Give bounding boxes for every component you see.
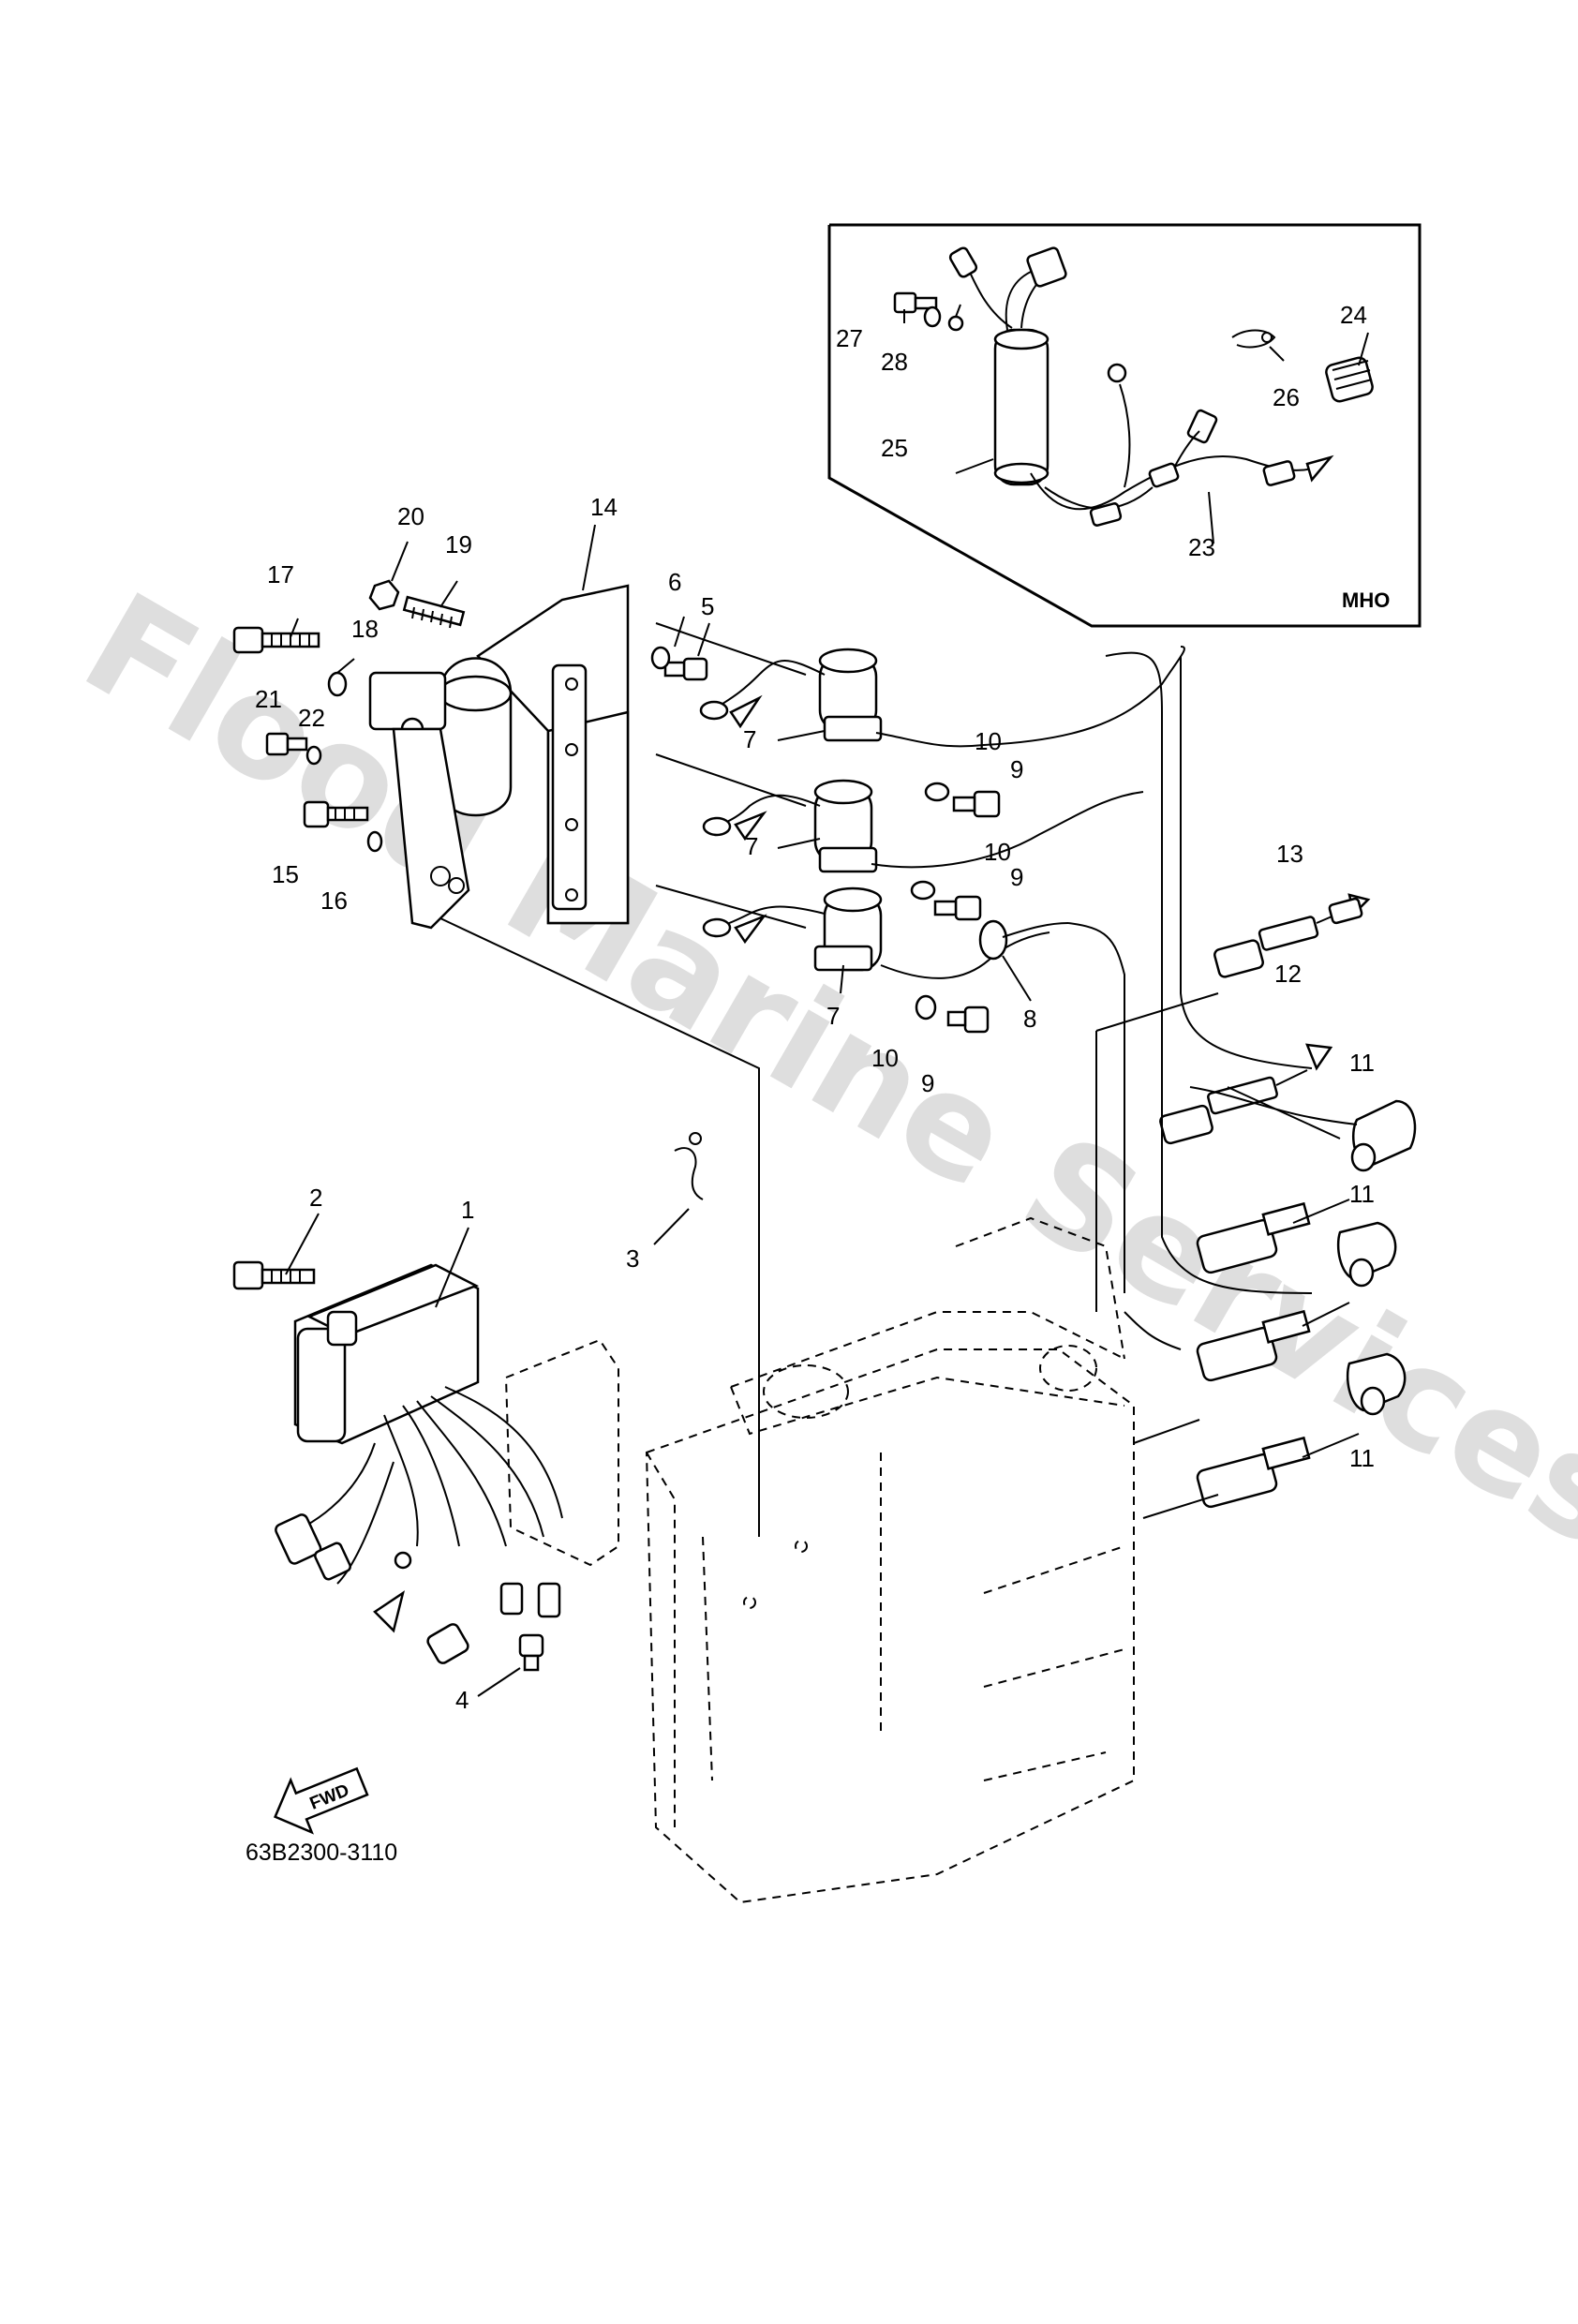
grommet-8-part xyxy=(978,919,1069,961)
washer-10-upper xyxy=(924,782,950,802)
callout-9-middle: 9 xyxy=(1010,863,1023,891)
washer-18-part xyxy=(327,671,348,697)
sensor-13-part xyxy=(1213,893,1371,978)
callout-27: 27 xyxy=(836,324,863,352)
washer-part xyxy=(923,305,942,328)
callout-23: 23 xyxy=(1188,533,1215,561)
callout-leaders xyxy=(285,309,1369,1697)
ignition-coil-lower xyxy=(702,886,1050,979)
callout-6: 6 xyxy=(668,568,681,596)
wire-harness-part xyxy=(948,246,1334,527)
callout-26: 26 xyxy=(1273,383,1300,411)
wire-routing-lines xyxy=(439,622,1360,1537)
spark-plug-middle xyxy=(1196,1309,1311,1382)
washer-6-part xyxy=(650,646,671,670)
callout-11-lower: 11 xyxy=(1349,1444,1375,1472)
plug-cap-lower xyxy=(1346,1352,1407,1416)
plug-cap-upper xyxy=(1350,1099,1417,1172)
callout-9-upper: 9 xyxy=(1010,755,1023,783)
callout-21: 21 xyxy=(255,685,282,713)
callout-28: 28 xyxy=(881,348,908,376)
callout-20: 20 xyxy=(397,502,424,530)
stud-bolt-part xyxy=(402,595,466,629)
sensor-12-part xyxy=(1159,1043,1333,1145)
inset-code: MHO xyxy=(1342,588,1390,612)
callout-12: 12 xyxy=(1274,960,1302,988)
bolt-2-part xyxy=(232,1260,316,1290)
ignition-coil-upper xyxy=(699,646,1185,748)
forward-direction-arrow: FWD xyxy=(274,1766,369,1835)
terminal-part xyxy=(947,304,964,332)
plug-cap-middle xyxy=(1336,1221,1397,1288)
bolt-15-part xyxy=(303,800,369,828)
diagram-code: 63B2300-3110 xyxy=(246,1840,397,1866)
coil-bracket-part xyxy=(368,584,630,930)
callout-14: 14 xyxy=(590,493,618,521)
callout-8: 8 xyxy=(1023,1005,1036,1033)
clamp-3-part xyxy=(674,1132,704,1200)
callout-9-lower: 9 xyxy=(921,1069,934,1097)
engine-block-outline xyxy=(504,1216,1135,1904)
callout-5: 5 xyxy=(701,592,714,620)
callout-11-upper: 11 xyxy=(1349,1049,1375,1077)
washer-16-part xyxy=(366,830,383,853)
cdi-unit-part xyxy=(275,1263,563,1664)
callout-18: 18 xyxy=(351,615,379,643)
callout-7-upper: 7 xyxy=(743,725,756,753)
bolt-5-part xyxy=(663,657,708,681)
callout-labels: 1 2 3 4 5 6 7 7 7 8 9 9 9 10 10 10 11 11… xyxy=(255,301,1375,1714)
callout-24: 24 xyxy=(1340,301,1367,329)
callout-10-middle: 10 xyxy=(984,838,1011,866)
bolt-4-part xyxy=(518,1633,544,1672)
callout-10-upper: 10 xyxy=(975,727,1002,755)
callout-10-lower: 10 xyxy=(871,1044,899,1072)
callout-4: 4 xyxy=(455,1686,469,1714)
callout-7-lower: 7 xyxy=(826,1002,840,1030)
bolt-9-lower xyxy=(946,1006,990,1034)
clip-part xyxy=(1231,329,1276,349)
nut-20-part xyxy=(368,579,400,611)
bolt-9-upper xyxy=(952,790,1001,818)
ignition-coil-middle xyxy=(702,779,1144,873)
washer-10-middle xyxy=(910,880,936,901)
callout-16: 16 xyxy=(320,886,348,915)
callout-25: 25 xyxy=(881,434,908,462)
grommet-part xyxy=(1325,356,1374,403)
callout-19: 19 xyxy=(445,530,472,559)
long-bolt-part xyxy=(232,626,320,654)
callout-22: 22 xyxy=(298,704,325,732)
callout-3: 3 xyxy=(626,1244,639,1273)
callout-17: 17 xyxy=(267,560,294,588)
washer-10-lower xyxy=(915,994,937,1020)
callout-7-middle: 7 xyxy=(745,832,758,860)
washer-22-part xyxy=(305,745,322,766)
callout-1: 1 xyxy=(461,1196,474,1224)
callout-11-middle: 11 xyxy=(1349,1180,1375,1208)
callout-13: 13 xyxy=(1276,840,1303,868)
inset-panel: MHO xyxy=(827,223,1422,628)
callout-15: 15 xyxy=(272,860,299,888)
bolt-9-middle xyxy=(933,895,982,921)
spark-plug-upper xyxy=(1196,1201,1311,1274)
bolt-21-part xyxy=(265,732,308,756)
spark-plug-lower xyxy=(1196,1436,1311,1509)
callout-2: 2 xyxy=(309,1184,322,1212)
